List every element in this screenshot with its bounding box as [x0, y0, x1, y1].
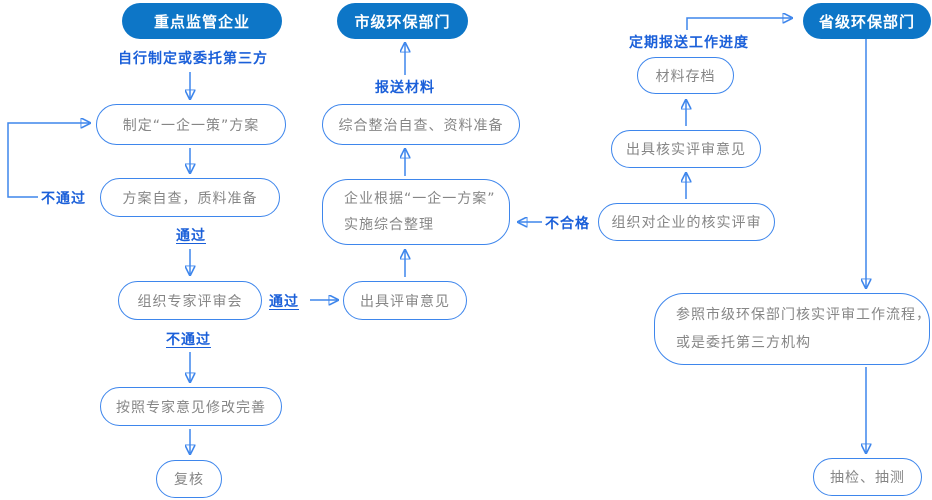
- flow-box-expert-review: 组织专家评审会: [118, 281, 262, 320]
- edge-label-pass-to-issue-review: 通过: [269, 294, 299, 310]
- flow-box-refer-line1: 参照市级环保部门核实评审工作流程，: [676, 307, 931, 323]
- flow-box-issue-verify-opinion: 出具核实评审意见: [611, 130, 761, 168]
- header-pill-province: 省级环保部门: [803, 3, 931, 39]
- edge-label-submit-material: 报送材料: [375, 80, 435, 96]
- edge-label-fail-after-expert-review: 不通过: [166, 332, 211, 348]
- flow-box-comprehensive-check: 综合整治自查、资料准备: [322, 104, 520, 145]
- flow-box-implement-line1: 企业根据“一企一方案”: [344, 191, 496, 207]
- header-pill-enterprise: 重点监管企业: [122, 3, 282, 39]
- elbow-fail-back-to-makeplan: [7, 123, 89, 198]
- flow-box-self-check: 方案自查，质料准备: [100, 178, 280, 217]
- elbow-report-to-province: [686, 18, 791, 30]
- flow-box-organize-verify: 组织对企业的核实评审: [598, 203, 775, 241]
- edge-label-pass-after-self-check: 通过: [176, 228, 206, 244]
- flow-box-refer-third-party: 参照市级环保部门核实评审工作流程， 或是委托第三方机构: [654, 293, 930, 365]
- flow-box-implement-line2: 实施综合整理: [344, 217, 434, 233]
- header-pill-city: 市级环保部门: [337, 3, 468, 39]
- flow-box-implement: 企业根据“一企一方案” 实施综合整理: [322, 179, 510, 245]
- flow-box-refer-line2: 或是委托第三方机构: [676, 335, 811, 351]
- flow-box-revise: 按照专家意见修改完善: [100, 387, 282, 426]
- edge-label-periodic-report-progress: 定期报送工作进度: [629, 35, 749, 51]
- edge-label-unqualified: 不合格: [545, 216, 590, 232]
- edge-label-self-or-third-party: 自行制定或委托第三方: [118, 51, 268, 67]
- flow-box-make-plan: 制定“一企一策”方案: [96, 104, 286, 145]
- flow-box-archive: 材料存档: [637, 57, 734, 94]
- edge-label-fail-to-replan: 不通过: [41, 191, 86, 207]
- flow-box-issue-review-opinion: 出具评审意见: [343, 281, 467, 320]
- flow-box-spot-check: 抽检、抽测: [813, 458, 922, 496]
- flow-box-recheck: 复核: [156, 460, 222, 498]
